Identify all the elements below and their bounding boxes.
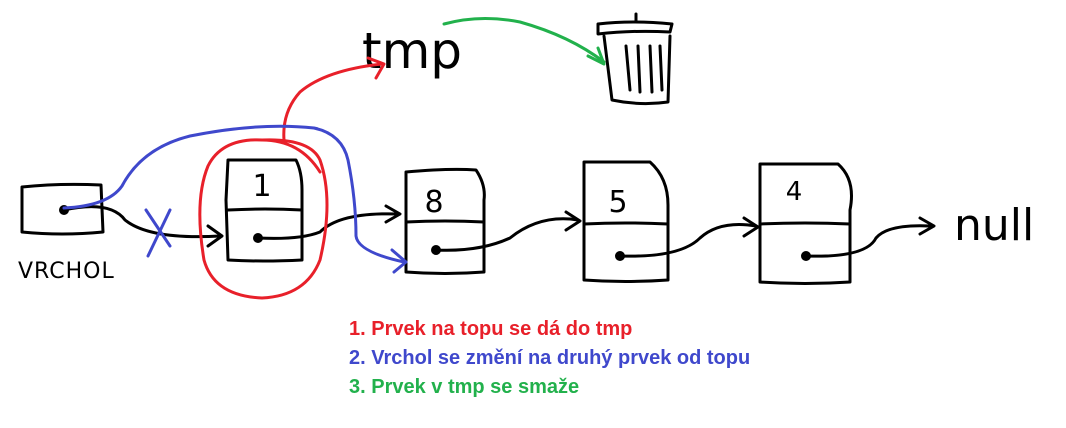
node-1-highlight-circle <box>198 138 329 300</box>
arrow-node-1-to-tmp-arrowhead <box>366 56 386 80</box>
pointer-dots <box>59 205 811 261</box>
link-vrchol-node-1-arrowhead <box>206 224 224 248</box>
step-1-text: 1. Prvek na topu se dá do tmp <box>349 318 633 340</box>
link-node-4-null <box>804 224 932 258</box>
link-node-8-node-5-arrowhead <box>564 210 582 232</box>
cross-mark-icon <box>144 208 172 258</box>
arrow-node-1-to-tmp <box>282 62 384 142</box>
tmp-label: tmp <box>362 22 462 80</box>
node-1-value: 1 <box>252 169 271 204</box>
vrchol-box <box>20 182 105 236</box>
link-node-1-node-8 <box>256 212 400 240</box>
node-5-value: 5 <box>608 185 627 220</box>
trash-can-icon <box>596 12 674 106</box>
null-label: null <box>954 200 1034 251</box>
arrow-vrchol-to-node-8-arrowhead <box>390 248 408 274</box>
arrow-vrchol-to-node-8 <box>62 124 406 264</box>
arrow-tmp-to-trash <box>442 16 606 64</box>
node-8 <box>404 167 486 275</box>
node-4 <box>758 162 853 285</box>
step-2-text: 2. Vrchol se změní na druhý prvek od top… <box>349 347 751 369</box>
link-node-8-node-5 <box>434 217 580 252</box>
link-vrchol-node-1 <box>62 205 222 239</box>
arrow-tmp-to-trash-arrowhead <box>586 46 606 66</box>
node-4-value: 4 <box>786 177 803 207</box>
step-3-text: 3. Prvek v tmp se smaže <box>349 376 580 398</box>
steps-list: 1. Prvek na topu se dá do tmp 2. Vrchol … <box>349 315 750 402</box>
link-node-4-null-arrowhead <box>918 216 936 236</box>
link-node-1-node-8-arrowhead <box>384 204 402 224</box>
step-1-annotation <box>198 56 386 300</box>
node-5 <box>582 160 670 283</box>
node-8-value: 8 <box>424 185 443 220</box>
ink-layer <box>20 158 936 285</box>
step-2-annotation <box>62 124 408 274</box>
link-node-5-node-4-arrowhead <box>742 216 760 238</box>
link-node-5-node-4 <box>618 223 758 258</box>
node-1 <box>224 158 304 263</box>
step-3-annotation <box>442 16 606 66</box>
vrchol-label: VRCHOL <box>18 259 115 284</box>
